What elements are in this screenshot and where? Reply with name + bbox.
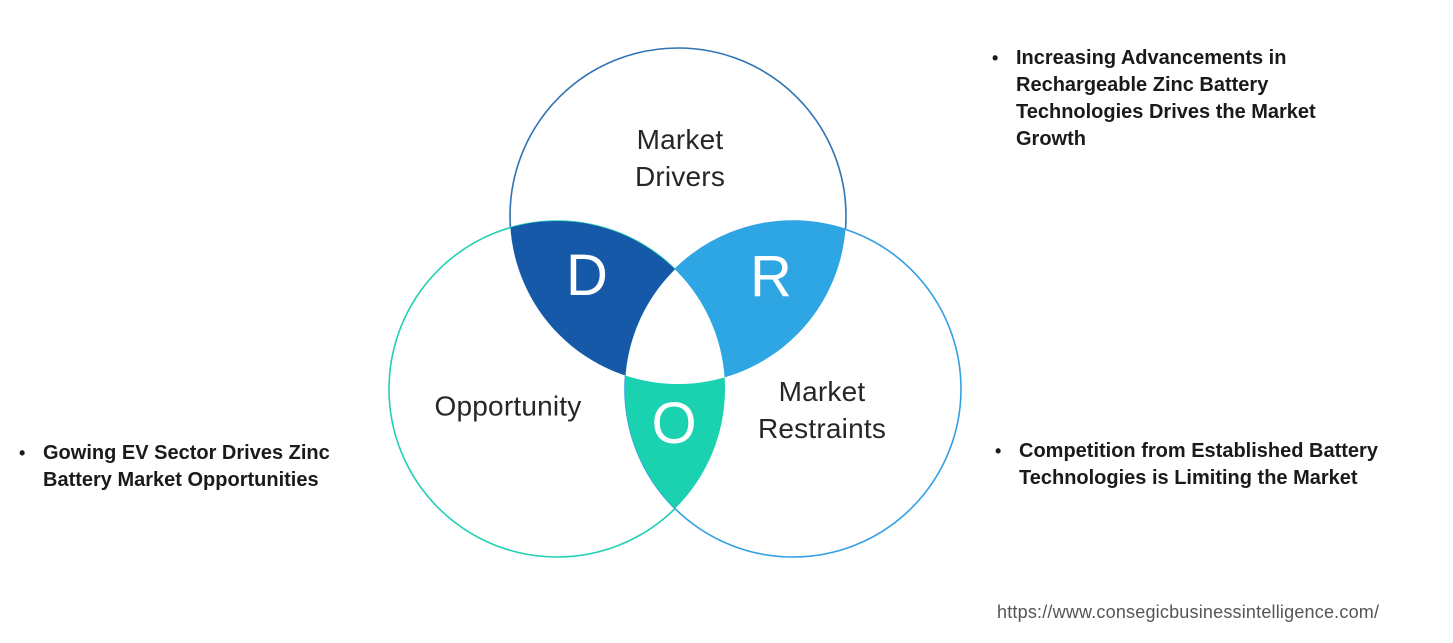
region-letter-d: D [566,243,608,308]
bullet-text: Competition from Established Battery Tec… [1019,440,1378,489]
bullet-text: Gowing EV Sector Drives Zinc Battery Mar… [43,442,330,491]
bullet-icon: • [995,441,1002,461]
bullet-icon: • [992,48,999,68]
bullet-text: Increasing Advancements in Rechargeable … [1016,47,1316,150]
opportunity-label: Opportunity [434,390,582,422]
restraints-label: Market Restraints [757,376,887,444]
driver-bullet: • Increasing Advancements in Rechargeabl… [992,45,1337,153]
source-url: https://www.consegicbusinessintelligence… [997,602,1380,622]
region-letter-o: O [651,391,697,456]
restraint-bullet: • Competition from Established Battery T… [995,438,1400,492]
d-region [510,221,725,384]
region-letter-r: R [750,244,792,309]
drivers-label: Market Drivers [634,124,726,192]
opportunity-bullet: • Gowing EV Sector Drives Zinc Battery M… [19,440,349,494]
bullet-icon: • [19,443,26,463]
r-region [625,221,846,384]
